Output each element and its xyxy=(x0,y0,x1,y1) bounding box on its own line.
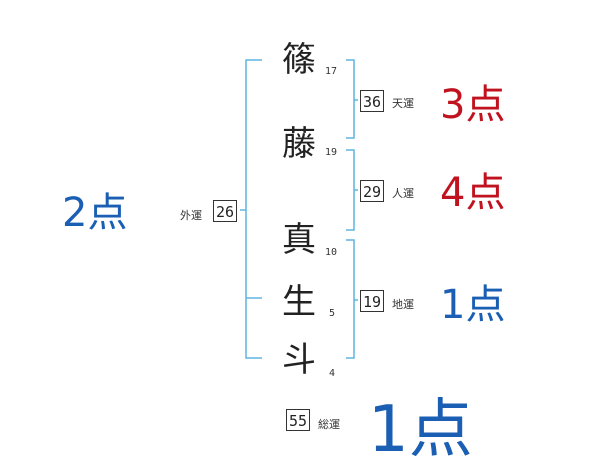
gaikaku-value: 26 xyxy=(213,200,237,222)
stroke-count-1: 17 xyxy=(325,66,338,77)
name-char-4: 生 xyxy=(282,282,316,322)
chikaku-score: 1点 xyxy=(440,282,506,328)
jinkaku-value: 29 xyxy=(360,180,384,202)
soukaku-label: 総運 xyxy=(318,418,340,431)
soukaku-value: 55 xyxy=(286,409,310,431)
stroke-count-2: 19 xyxy=(325,147,338,158)
soukaku-score: 1点 xyxy=(368,393,473,467)
tenkaku-score: 3点 xyxy=(440,82,506,128)
outer-bracket xyxy=(245,59,262,359)
tenkaku-label: 天運 xyxy=(392,97,414,110)
chikaku-value: 19 xyxy=(360,290,384,312)
name-char-2: 藤 xyxy=(282,124,316,164)
name-char-1: 篠 xyxy=(282,40,316,80)
name-char-3: 真 xyxy=(282,220,316,260)
gaikaku-label: 外運 xyxy=(180,209,202,222)
stroke-count-4: 5 xyxy=(329,308,336,319)
tenkaku-value: 36 xyxy=(360,90,384,112)
jinkaku-score: 4点 xyxy=(440,170,506,216)
chikaku-bracket xyxy=(346,239,355,359)
tenkaku-bracket xyxy=(346,59,355,139)
stroke-count-3: 10 xyxy=(325,247,338,258)
stroke-count-5: 4 xyxy=(329,368,336,379)
gaikaku-score: 2点 xyxy=(62,190,128,236)
jinkaku-bracket xyxy=(346,149,355,231)
name-char-5: 斗 xyxy=(282,340,316,380)
chikaku-label: 地運 xyxy=(392,298,414,311)
jinkaku-label: 人運 xyxy=(392,187,414,200)
